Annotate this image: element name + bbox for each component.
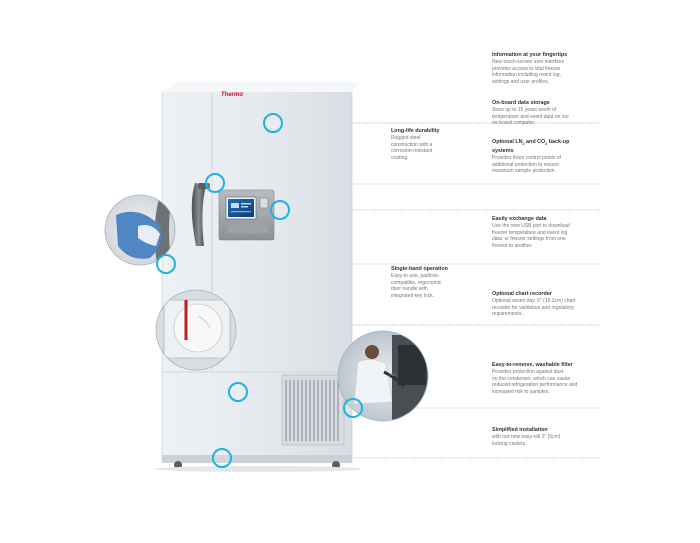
feature-desc-line: locking casters. — [492, 440, 527, 447]
feature-desc-line: construction with a — [391, 141, 433, 148]
title-part: and CO — [524, 139, 546, 145]
feature-title: Long-life durability — [391, 128, 440, 134]
title-part: back-up — [547, 139, 570, 145]
feature-desc-line: with our new easy-roll 2" (5cm) — [492, 434, 561, 440]
callout-durability — [263, 113, 283, 133]
feature-washable-filter: Easy-to-remove, washable filter Provides… — [492, 362, 612, 395]
feature-desc-line: requirements. — [492, 311, 523, 318]
feature-exchange-data: Easily exchange data Use the new USB por… — [492, 216, 602, 249]
feature-single-hand: Single-hand operation Easy-to-use, padlo… — [391, 266, 471, 299]
callout-chart-recorder — [228, 382, 248, 402]
feature-title: Easily exchange data — [492, 216, 547, 222]
title-subscript: 2 — [545, 142, 548, 147]
callout-touchscreen — [270, 200, 290, 220]
feature-desc-line: Provides three control points of — [492, 155, 561, 162]
feature-installation: Simplified installation with our new eas… — [492, 427, 602, 447]
feature-desc-line: reduced refrigeration performance and — [492, 382, 578, 389]
unit-model-label: TSX — [388, 372, 396, 377]
feature-desc-line: Optional seven day, 6" (15.2cm) chart — [492, 298, 576, 304]
feature-desc-line: on-board computer. — [492, 120, 536, 127]
feature-desc-line: provides access to vital freezer — [492, 65, 561, 72]
feature-desc-line: New touch-screen user interface — [492, 59, 564, 65]
feature-durability: Long-life durability Rugged steel constr… — [391, 128, 471, 161]
title-subscript: 2 — [522, 142, 525, 147]
feature-desc-line: recorder for validation and regulatory — [492, 304, 574, 311]
brand-logo: Thermo — [221, 92, 244, 98]
callout-casters — [212, 448, 232, 468]
feature-desc-line: Rugged steel — [391, 135, 421, 141]
callout-usb-port — [205, 173, 225, 193]
callout-filter — [343, 398, 363, 418]
feature-desc-line: settings and user profiles. — [492, 78, 549, 85]
feature-title: On-board data storage — [492, 100, 550, 106]
feature-desc-line: corrosion-resistant — [391, 148, 433, 155]
feature-title: Single-hand operation — [391, 266, 448, 272]
feature-title: Optional LN2 and CO2 back-up — [492, 139, 602, 148]
feature-desc-line: Provides protection against dust — [492, 369, 564, 375]
feature-desc-line: Use the new USB port to download — [492, 223, 570, 229]
feature-desc-line: temperature and event data on our — [492, 113, 569, 120]
feature-desc-line: information including event log, — [492, 72, 561, 79]
feature-title: Easy-to-remove, washable filter — [492, 362, 573, 368]
feature-desc-line: compatible, ergonomic — [391, 279, 442, 286]
feature-fingertips: Information at your fingertips New touch… — [492, 52, 602, 85]
feature-desc-line: increased risk to samples. — [492, 388, 550, 395]
feature-chart-recorder: Optional chart recorder Optional seven d… — [492, 291, 612, 318]
feature-backup-systems: Optional LN2 and CO2 back-up systems Pro… — [492, 139, 602, 175]
feature-title: Simplified installation — [492, 427, 548, 433]
feature-desc-line: data, or freezer settings from one — [492, 236, 566, 243]
feature-title-line2: systems — [492, 148, 514, 155]
feature-title: Information at your fingertips — [492, 52, 568, 58]
feature-title: Optional chart recorder — [492, 291, 552, 297]
feature-desc-line: freezer temperature and event log — [492, 229, 568, 236]
feature-desc-line: Store up to 15 years worth of — [492, 107, 557, 113]
feature-onboard-storage: On-board data storage Store up to 15 yea… — [492, 100, 602, 127]
feature-desc-line: freezer to another. — [492, 242, 533, 249]
feature-desc-line: on the condenser, which can cause — [492, 375, 571, 382]
feature-desc-line: maximum sample protection. — [492, 168, 556, 175]
feature-desc-line: integrated key lock. — [391, 292, 435, 299]
feature-desc-line: door handle with — [391, 286, 428, 293]
callout-handle — [156, 254, 176, 274]
feature-desc-line: coating. — [391, 154, 409, 161]
feature-desc-line: additional protection to ensure — [492, 161, 559, 168]
title-part: Optional LN — [492, 139, 523, 145]
feature-desc-line: Easy-to-use, padlock- — [391, 273, 440, 279]
